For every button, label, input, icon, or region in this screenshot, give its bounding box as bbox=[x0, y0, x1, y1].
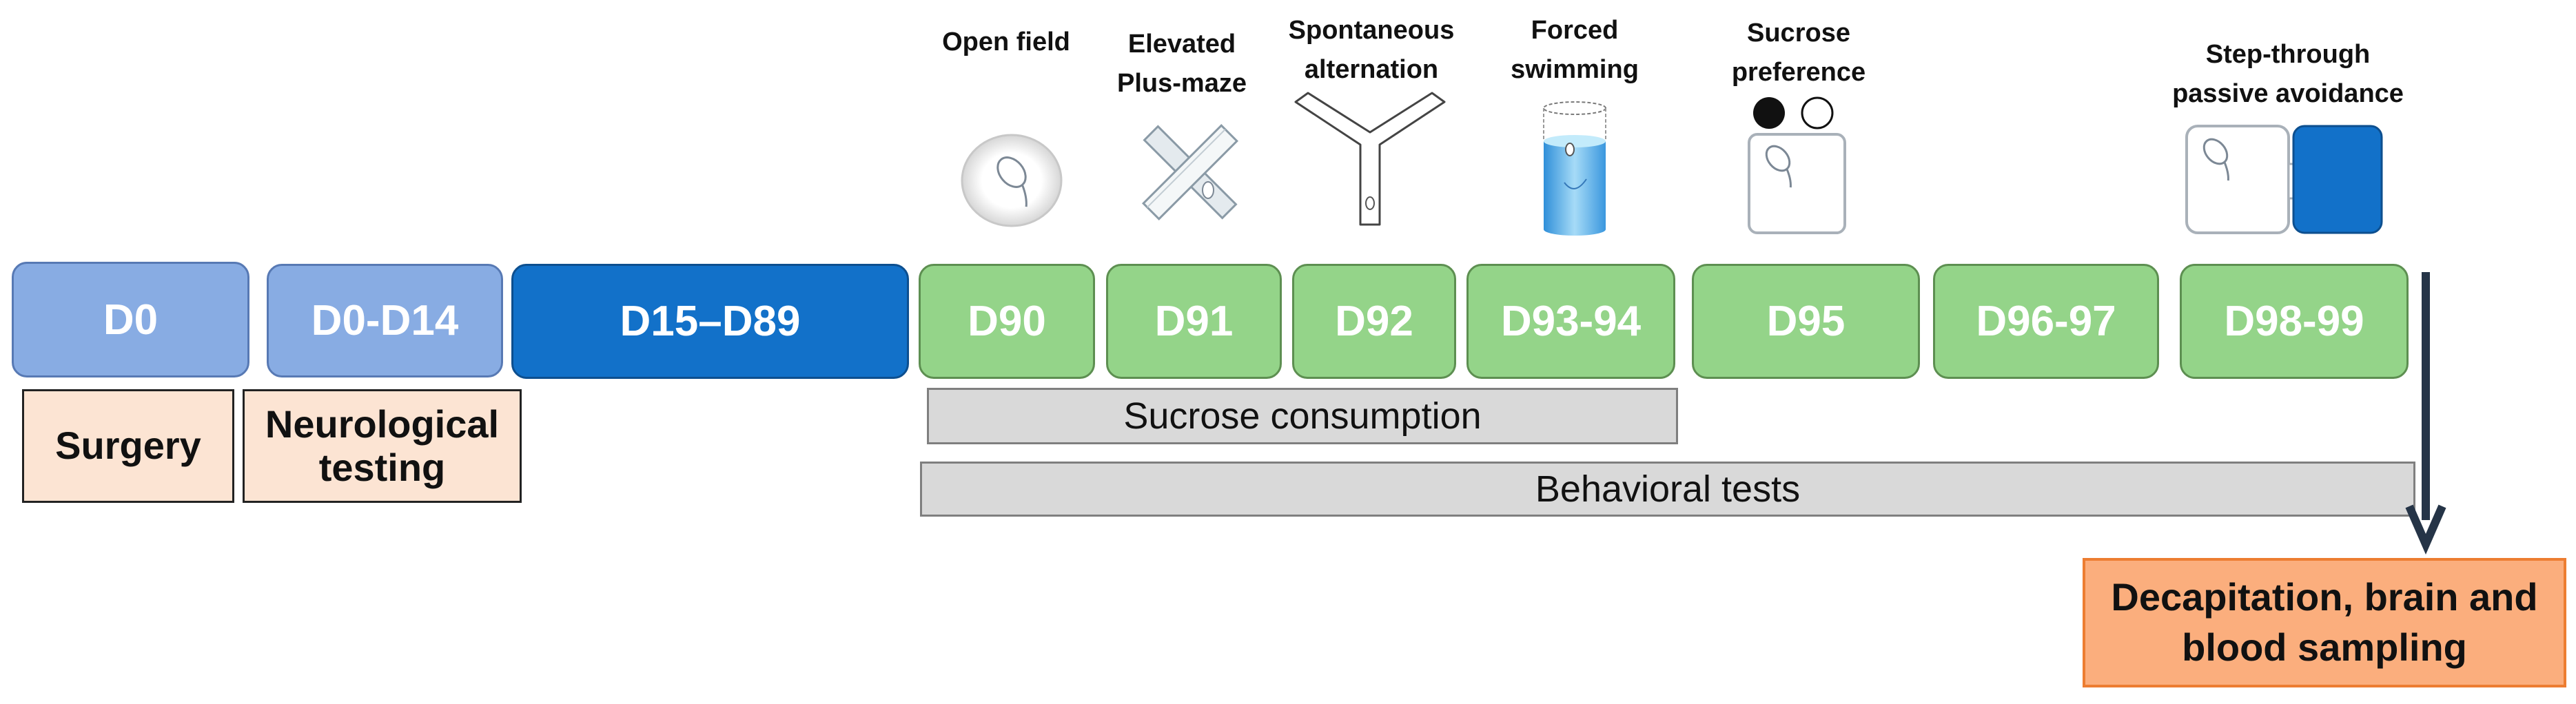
day-box-d93-94: D93-94 bbox=[1466, 264, 1675, 379]
day-box-d15-d89: D15–D89 bbox=[511, 264, 909, 379]
down-arrow-icon bbox=[2405, 272, 2446, 555]
mouse-icon bbox=[1202, 181, 1214, 199]
test-name-spontaneous-alternation: Spontaneous alternation bbox=[1288, 16, 1455, 84]
test-name-forced-swimming: Forced swimming bbox=[1511, 16, 1639, 84]
day-box-d90: D90 bbox=[919, 264, 1095, 379]
white-bottle-icon bbox=[1801, 96, 1834, 130]
sucrose-consumption-bar: Sucrose consumption bbox=[927, 388, 1678, 444]
black-bottle-icon bbox=[1753, 97, 1785, 129]
day-box-d96-97: D96-97 bbox=[1933, 264, 2159, 379]
sucrose-preference-cage-icon bbox=[1748, 133, 1846, 234]
phase-label-neurological-testing: Neurological testing bbox=[243, 389, 522, 503]
mouse-icon bbox=[1365, 196, 1375, 210]
behavioral-tests-bar: Behavioral tests bbox=[920, 462, 2415, 517]
mouse-icon bbox=[2202, 138, 2229, 181]
day-box-d0-d14: D0-D14 bbox=[267, 264, 503, 377]
sucrose-preference-bottles-icon bbox=[1753, 96, 1834, 130]
phase-label-surgery: Surgery bbox=[22, 389, 234, 503]
day-box-d98-99: D98-99 bbox=[2180, 264, 2409, 379]
day-box-d92: D92 bbox=[1292, 264, 1456, 379]
forced-swimming-cylinder-icon bbox=[1543, 101, 1606, 236]
day-box-d91: D91 bbox=[1106, 264, 1282, 379]
test-name-plus-maze: Elevated Plus-maze bbox=[1117, 30, 1247, 98]
open-field-arena-icon bbox=[961, 134, 1063, 227]
day-box-d0: D0 bbox=[12, 262, 249, 377]
step-through-box-icon bbox=[2185, 125, 2383, 234]
test-name-passive-avoidance: Step-through passive avoidance bbox=[2172, 40, 2404, 108]
test-name-sucrose-preference: Sucrose preference bbox=[1731, 19, 1866, 87]
mouse-icon bbox=[1565, 143, 1575, 156]
day-box-d95: D95 bbox=[1692, 264, 1920, 379]
outcome-decapitation-sampling: Decapitation, brain and blood sampling bbox=[2083, 558, 2566, 687]
test-name-open-field: Open field bbox=[942, 28, 1070, 56]
y-maze-icon bbox=[1294, 92, 1446, 226]
mouse-icon bbox=[996, 156, 1028, 207]
mouse-icon bbox=[1765, 145, 1792, 188]
elevated-plus-maze-icon bbox=[1141, 123, 1239, 221]
